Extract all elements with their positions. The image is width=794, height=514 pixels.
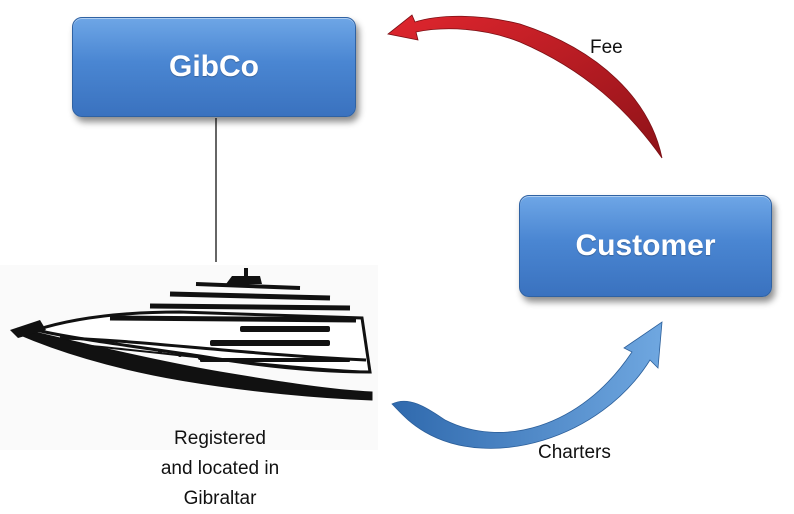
charters-label: Charters bbox=[538, 442, 611, 463]
ship-caption-line1: Registered bbox=[174, 428, 266, 449]
charters-arrow bbox=[391, 321, 663, 449]
ship-caption: Registered and located in Gibraltar bbox=[120, 424, 320, 514]
fee-arrow bbox=[387, 14, 663, 159]
customer-label: Customer bbox=[575, 229, 716, 262]
ship-caption-line3: Gibraltar bbox=[183, 488, 257, 509]
gibco-box: GibCo bbox=[72, 17, 356, 117]
fee-label: Fee bbox=[590, 37, 623, 58]
ship-caption-line2: and located in bbox=[160, 458, 280, 479]
gibco-label: GibCo bbox=[169, 50, 259, 83]
customer-box: Customer bbox=[519, 195, 772, 297]
yacht-icon bbox=[10, 268, 373, 401]
